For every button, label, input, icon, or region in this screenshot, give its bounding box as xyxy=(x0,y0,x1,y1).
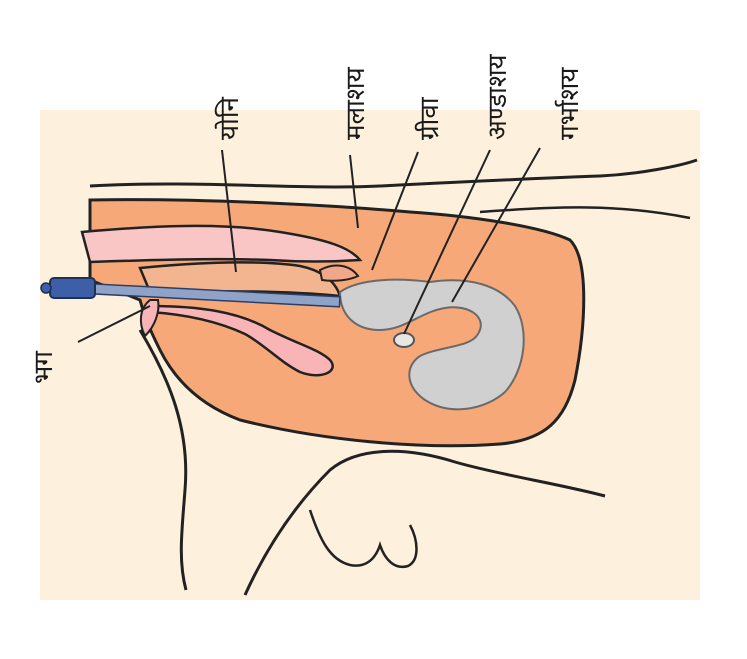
leader-yoni xyxy=(221,149,237,273)
leader-andashay xyxy=(403,149,491,335)
instrument-handle xyxy=(49,277,96,299)
ovary xyxy=(393,332,415,348)
cervix xyxy=(318,264,360,282)
udder xyxy=(308,509,418,569)
back-outline xyxy=(89,158,698,189)
label-bhag: भग xyxy=(29,351,59,384)
label-andashay: अण्डाशय xyxy=(483,53,513,140)
instrument-end-cap xyxy=(40,282,52,294)
bladder xyxy=(148,304,334,377)
udder-outline xyxy=(243,449,606,596)
label-yoni: योनि xyxy=(214,96,245,140)
leader-bhag xyxy=(77,305,151,343)
back-inner-line xyxy=(479,206,691,220)
label-malashay: मलाशय xyxy=(341,66,371,140)
lower-body-outline xyxy=(138,329,188,591)
rectum xyxy=(80,224,363,264)
label-garbhashay: गर्भाशय xyxy=(554,67,585,140)
label-griva: ग्रीवा xyxy=(414,96,445,140)
leader-malashay xyxy=(349,154,359,229)
leader-griva xyxy=(371,151,419,271)
leader-garbhashay xyxy=(451,147,541,303)
uterus xyxy=(338,278,525,411)
